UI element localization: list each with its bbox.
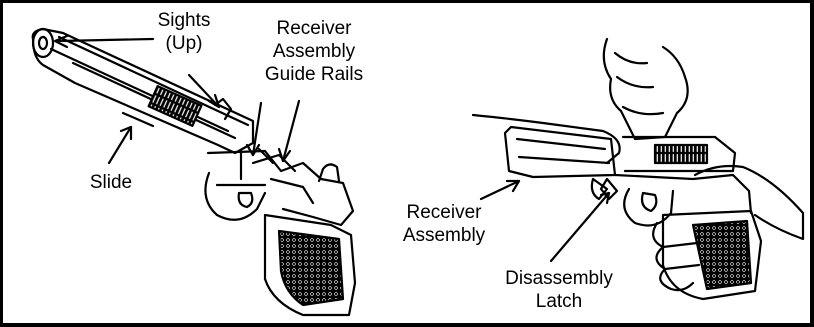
- muzzle: [33, 29, 53, 57]
- label-rails-line1: Receiver: [249, 17, 379, 40]
- label-latch-line2: Latch: [489, 290, 629, 313]
- label-latch-line1: Disassembly: [489, 267, 629, 290]
- label-disassembly-latch: Disassembly Latch: [489, 267, 629, 313]
- label-sights-line1: Sights: [141, 9, 227, 32]
- disassembly-latch-pointer: [551, 193, 609, 261]
- label-slide: Slide: [81, 171, 141, 194]
- label-sights: Sights (Up): [141, 9, 227, 55]
- label-receiver-guide-rails: Receiver Assembly Guide Rails: [249, 17, 379, 86]
- label-receiver-line2: Assembly: [389, 224, 499, 247]
- label-rails-line3: Guide Rails: [249, 63, 379, 86]
- label-sights-line2: (Up): [141, 32, 227, 55]
- right-pistol-drawing: [473, 39, 803, 299]
- receiver-frame: [208, 151, 353, 225]
- sights-pointer: [59, 39, 153, 41]
- guide-rails-pointer-2: [283, 101, 299, 161]
- slide-pointer: [109, 127, 131, 163]
- trigger-guard: [205, 173, 265, 220]
- label-slide-line1: Slide: [81, 171, 141, 194]
- line-art: [3, 3, 811, 324]
- rear-hand: [473, 115, 620, 163]
- label-rails-line2: Assembly: [249, 40, 379, 63]
- receiver-assembly-part: [505, 127, 615, 177]
- label-receiver-assembly: Receiver Assembly: [389, 201, 499, 247]
- right-frame: [615, 175, 751, 213]
- label-receiver-line1: Receiver: [389, 201, 499, 224]
